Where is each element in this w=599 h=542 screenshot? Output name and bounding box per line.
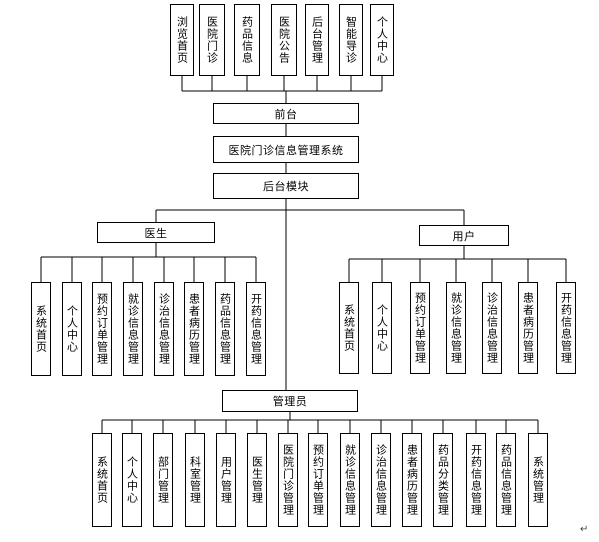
system-node: 医院门诊信息管理系统 [213,136,359,163]
front-module-2: 医院门诊 [199,4,225,76]
admin-module-8: 预约订单管理 [308,433,328,527]
user-node: 用户 [419,225,509,246]
doctor-module-1: 系统首页 [31,282,51,376]
admin-module-10: 诊治信息管理 [371,433,391,527]
admin-module-4: 科室管理 [185,433,205,527]
frontend-node: 前台 [213,103,359,124]
doctor-module-3: 预约订单管理 [92,282,112,376]
admin-module-12: 药品分类管理 [433,433,453,527]
admin-module-6: 医生管理 [247,433,267,527]
admin-module-14: 药品信息管理 [496,433,516,527]
admin-module-13: 开药信息管理 [466,433,486,527]
admin-module-7: 医院门诊管理 [278,433,298,527]
doctor-module-6: 患者病历管理 [184,282,204,376]
user-module-3: 预约订单管理 [410,282,430,374]
doctor-node: 医生 [97,222,215,243]
user-module-2: 个人中心 [372,282,392,374]
user-module-6: 患者病历管理 [518,282,538,374]
doctor-module-8: 开药信息管理 [246,282,266,376]
paragraph-end-mark: ↵ [580,524,589,535]
admin-node: 管理员 [222,390,358,412]
admin-module-11: 患者病历管理 [402,433,422,527]
doctor-module-5: 诊治信息管理 [154,282,174,376]
front-module-6: 智能导诊 [339,4,363,76]
admin-module-15: 系统管理 [528,433,548,527]
user-module-7: 开药信息管理 [556,282,576,374]
front-module-1: 浏览首页 [170,4,194,76]
doctor-module-4: 就诊信息管理 [123,282,143,376]
admin-module-2: 个人中心 [122,433,142,527]
front-module-5: 后台管理 [305,4,329,76]
doctor-module-7: 药品信息管理 [215,282,235,376]
admin-module-9: 就诊信息管理 [340,433,360,527]
front-module-4: 医院公告 [271,4,297,76]
backend-node: 后台模块 [213,173,359,199]
user-module-1: 系统首页 [339,282,359,374]
front-module-7: 个人中心 [370,4,394,76]
user-module-4: 就诊信息管理 [446,282,466,374]
doctor-module-2: 个人中心 [62,282,82,376]
user-module-5: 诊治信息管理 [482,282,502,374]
front-module-3: 药品信息 [234,4,260,76]
admin-module-1: 系统首页 [92,433,112,527]
admin-module-5: 用户管理 [216,433,236,527]
admin-module-3: 部门管理 [153,433,173,527]
